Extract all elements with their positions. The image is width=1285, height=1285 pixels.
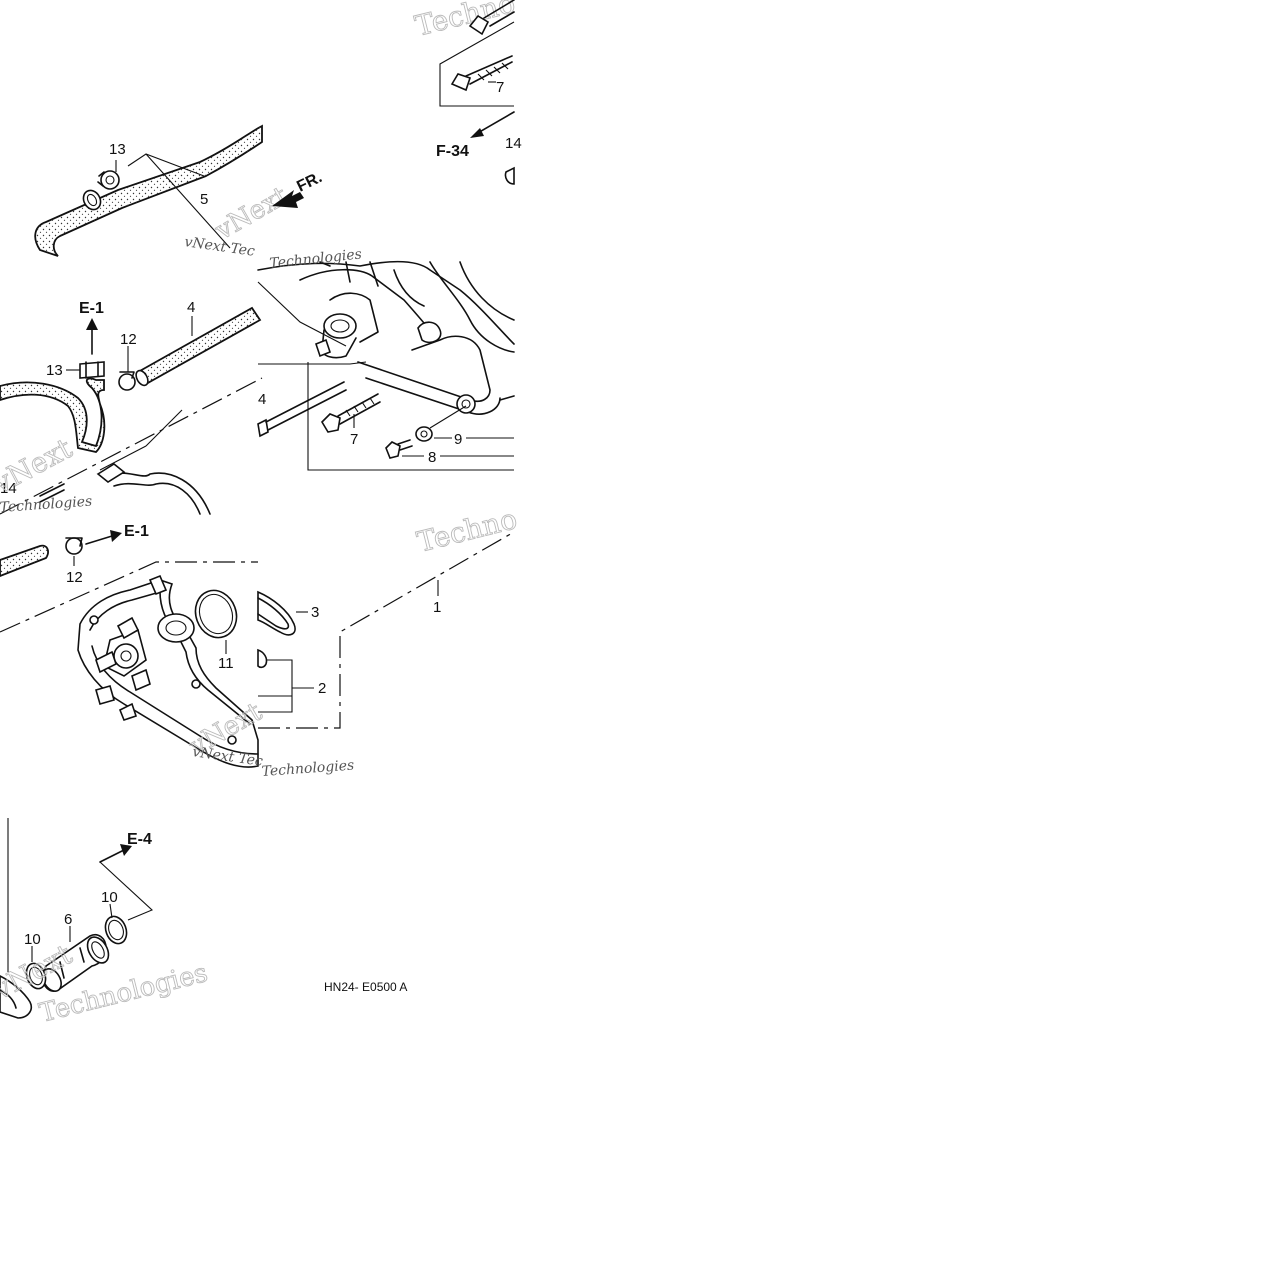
clamp-13-upper xyxy=(97,170,120,190)
bolt-4-long xyxy=(257,381,347,438)
water-pump xyxy=(77,574,259,768)
hose-4-mid xyxy=(135,306,262,387)
clamp-13-mid xyxy=(79,361,105,379)
clip-top-right xyxy=(504,166,515,185)
hose-5 xyxy=(34,124,263,257)
label-14-mid: 14 xyxy=(0,480,17,497)
bolt-7-top xyxy=(450,55,513,92)
o-ring-10-right xyxy=(104,915,128,945)
dashline-assembly-1 xyxy=(258,531,515,729)
clamp-12-lower xyxy=(65,537,83,555)
gasket-3 xyxy=(257,590,296,636)
clamp-12-mid xyxy=(118,371,136,391)
ref-e1-mid: E-1 xyxy=(79,300,104,317)
bracket-right-c xyxy=(307,362,514,471)
label-6: 6 xyxy=(64,911,72,928)
leader-9b xyxy=(429,405,467,429)
label-11: 11 xyxy=(218,655,234,672)
watermark-vnext-tec: vNext Tec xyxy=(183,234,255,260)
label-13-top: 13 xyxy=(109,141,126,158)
leader-mid-left xyxy=(99,409,183,471)
label-7-top: 7 xyxy=(496,79,504,96)
label-4-mid: 4 xyxy=(187,299,195,316)
watermark-technologies-mr: Technologies xyxy=(269,246,363,272)
label-12-mid: 12 xyxy=(120,331,137,348)
ref-f34: F-34 xyxy=(436,143,469,160)
watermark-techno-lower: Techno xyxy=(414,502,521,559)
pump-cover xyxy=(257,260,515,415)
leaders-top-left xyxy=(115,153,231,249)
watermark-vnext-mid: vNext xyxy=(0,431,78,500)
pipe-6 xyxy=(41,933,110,992)
label-10-right: 10 xyxy=(101,889,118,906)
label-14-top: 14 xyxy=(505,135,522,152)
label-5: 5 xyxy=(200,191,208,208)
watermark-vnext-top: vNext xyxy=(210,181,294,247)
dashline-mid-left xyxy=(0,377,263,515)
bracket-e4 xyxy=(99,861,154,921)
hose-5-lower xyxy=(0,377,106,453)
watermark-technologies-mid: Technologies xyxy=(0,494,93,516)
o-ring-11 xyxy=(194,589,238,639)
ref-e1-lower: E-1 xyxy=(124,523,149,540)
ref-fr: FR. xyxy=(294,169,325,196)
bracket-2 xyxy=(258,659,314,713)
arrow-f34 xyxy=(470,111,515,138)
pump-edge-mid xyxy=(39,463,211,515)
label-4-right: 4 xyxy=(258,391,266,408)
label-10-left: 10 xyxy=(24,931,41,948)
ref-e4: E-4 xyxy=(127,831,152,848)
o-ring-10-left xyxy=(25,962,47,990)
arrow-e1-mid xyxy=(86,318,98,355)
seal-2 xyxy=(257,648,268,669)
label-7-mid: 7 xyxy=(350,431,358,448)
label-3: 3 xyxy=(311,604,319,621)
label-2: 2 xyxy=(318,680,326,697)
label-12-lower: 12 xyxy=(66,569,83,586)
dashline-bottom-left xyxy=(0,561,258,633)
bolt-7-mid xyxy=(320,393,381,433)
watermark-technologies-lower: Technologies xyxy=(261,758,355,780)
bolt-8 xyxy=(385,439,413,459)
bracket-right-b xyxy=(258,361,367,365)
diagram-code: HN24- E0500 A xyxy=(324,980,407,994)
label-1: 1 xyxy=(433,599,441,616)
bolt-top xyxy=(468,0,515,36)
label-8: 8 xyxy=(428,449,436,466)
washer-9 xyxy=(415,426,433,442)
label-13-mid: 13 xyxy=(46,362,63,379)
label-9: 9 xyxy=(454,431,462,448)
bracket-right-a xyxy=(257,281,347,347)
pump-body-lower xyxy=(0,975,33,1019)
arrow-e4 xyxy=(99,844,132,863)
hose-4-end xyxy=(0,544,49,577)
leader-10-right xyxy=(109,903,113,919)
arrow-e1-lower xyxy=(85,530,122,545)
bracket-top-right xyxy=(439,21,515,107)
